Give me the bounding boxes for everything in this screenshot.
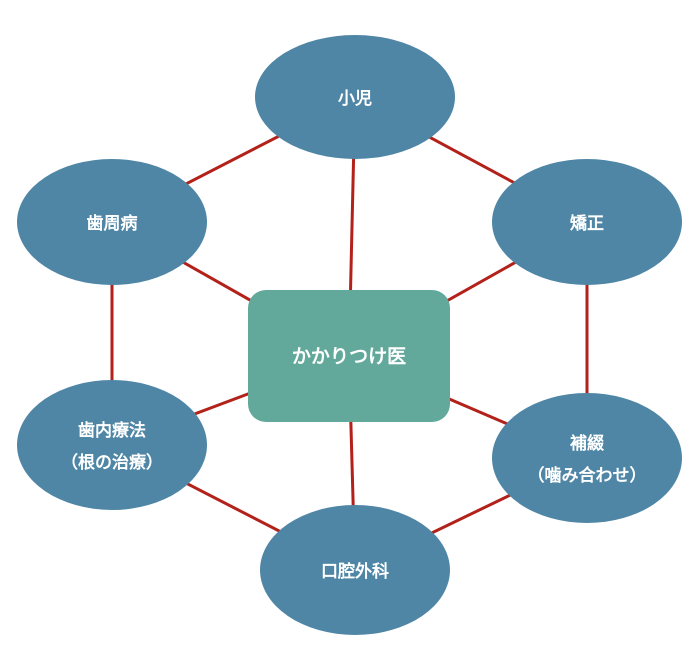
center-node: かかりつけ医 xyxy=(248,290,450,422)
node-ellipse xyxy=(17,380,207,510)
node-label: 歯内療法 xyxy=(78,420,146,441)
node-endodontics: 歯内療法 （根の治療） xyxy=(17,380,207,510)
node-periodontics: 歯周病 xyxy=(17,159,207,285)
node-ellipse xyxy=(492,159,682,285)
node-label: 口腔外科 xyxy=(321,561,389,582)
node-ellipse xyxy=(260,505,450,635)
node-ellipse xyxy=(17,159,207,285)
node-prosthodontics: 補綴 （噛み合わせ） xyxy=(492,393,682,523)
node-label: 補綴 xyxy=(569,433,605,454)
node-label: 小児 xyxy=(338,89,372,109)
node-ellipse xyxy=(255,35,455,159)
node-ellipse xyxy=(492,393,682,523)
node-label: （根の治療） xyxy=(61,452,163,473)
node-pediatric: 小児 xyxy=(255,35,455,159)
center-label: かかりつけ医 xyxy=(292,346,406,368)
node-orthodontics: 矯正 xyxy=(492,159,682,285)
center-box xyxy=(248,290,450,422)
node-label: 歯周病 xyxy=(87,213,138,234)
node-label: （噛み合わせ） xyxy=(528,465,647,486)
node-label: 矯正 xyxy=(570,213,604,234)
node-oral-surgery: 口腔外科 xyxy=(260,505,450,635)
